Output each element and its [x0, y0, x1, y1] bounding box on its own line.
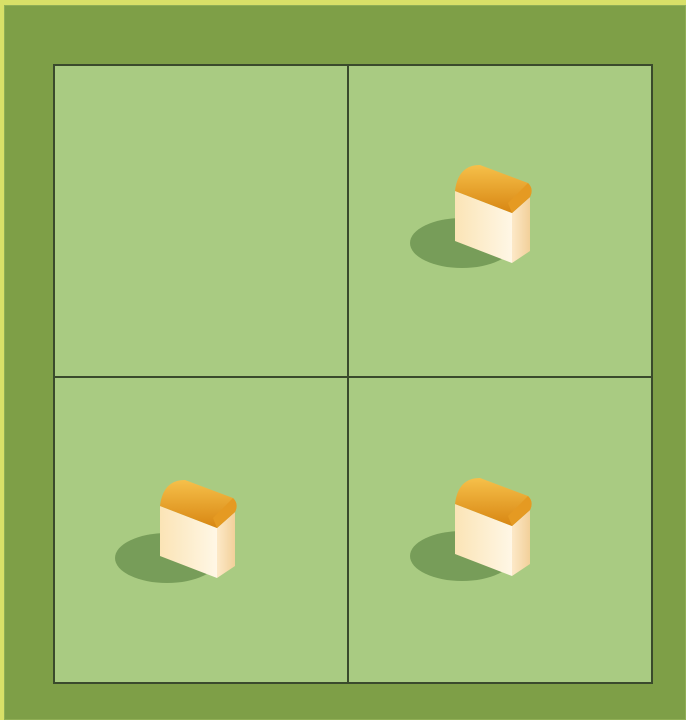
house-icon[interactable] — [115, 466, 275, 596]
game-board — [4, 5, 686, 720]
house-icon[interactable] — [410, 151, 570, 281]
grid-divider-horizontal — [55, 376, 651, 378]
house-icon[interactable] — [410, 464, 570, 594]
board-grid — [53, 64, 653, 684]
cell-top-left[interactable] — [55, 66, 347, 376]
grid-divider-vertical — [347, 66, 349, 682]
